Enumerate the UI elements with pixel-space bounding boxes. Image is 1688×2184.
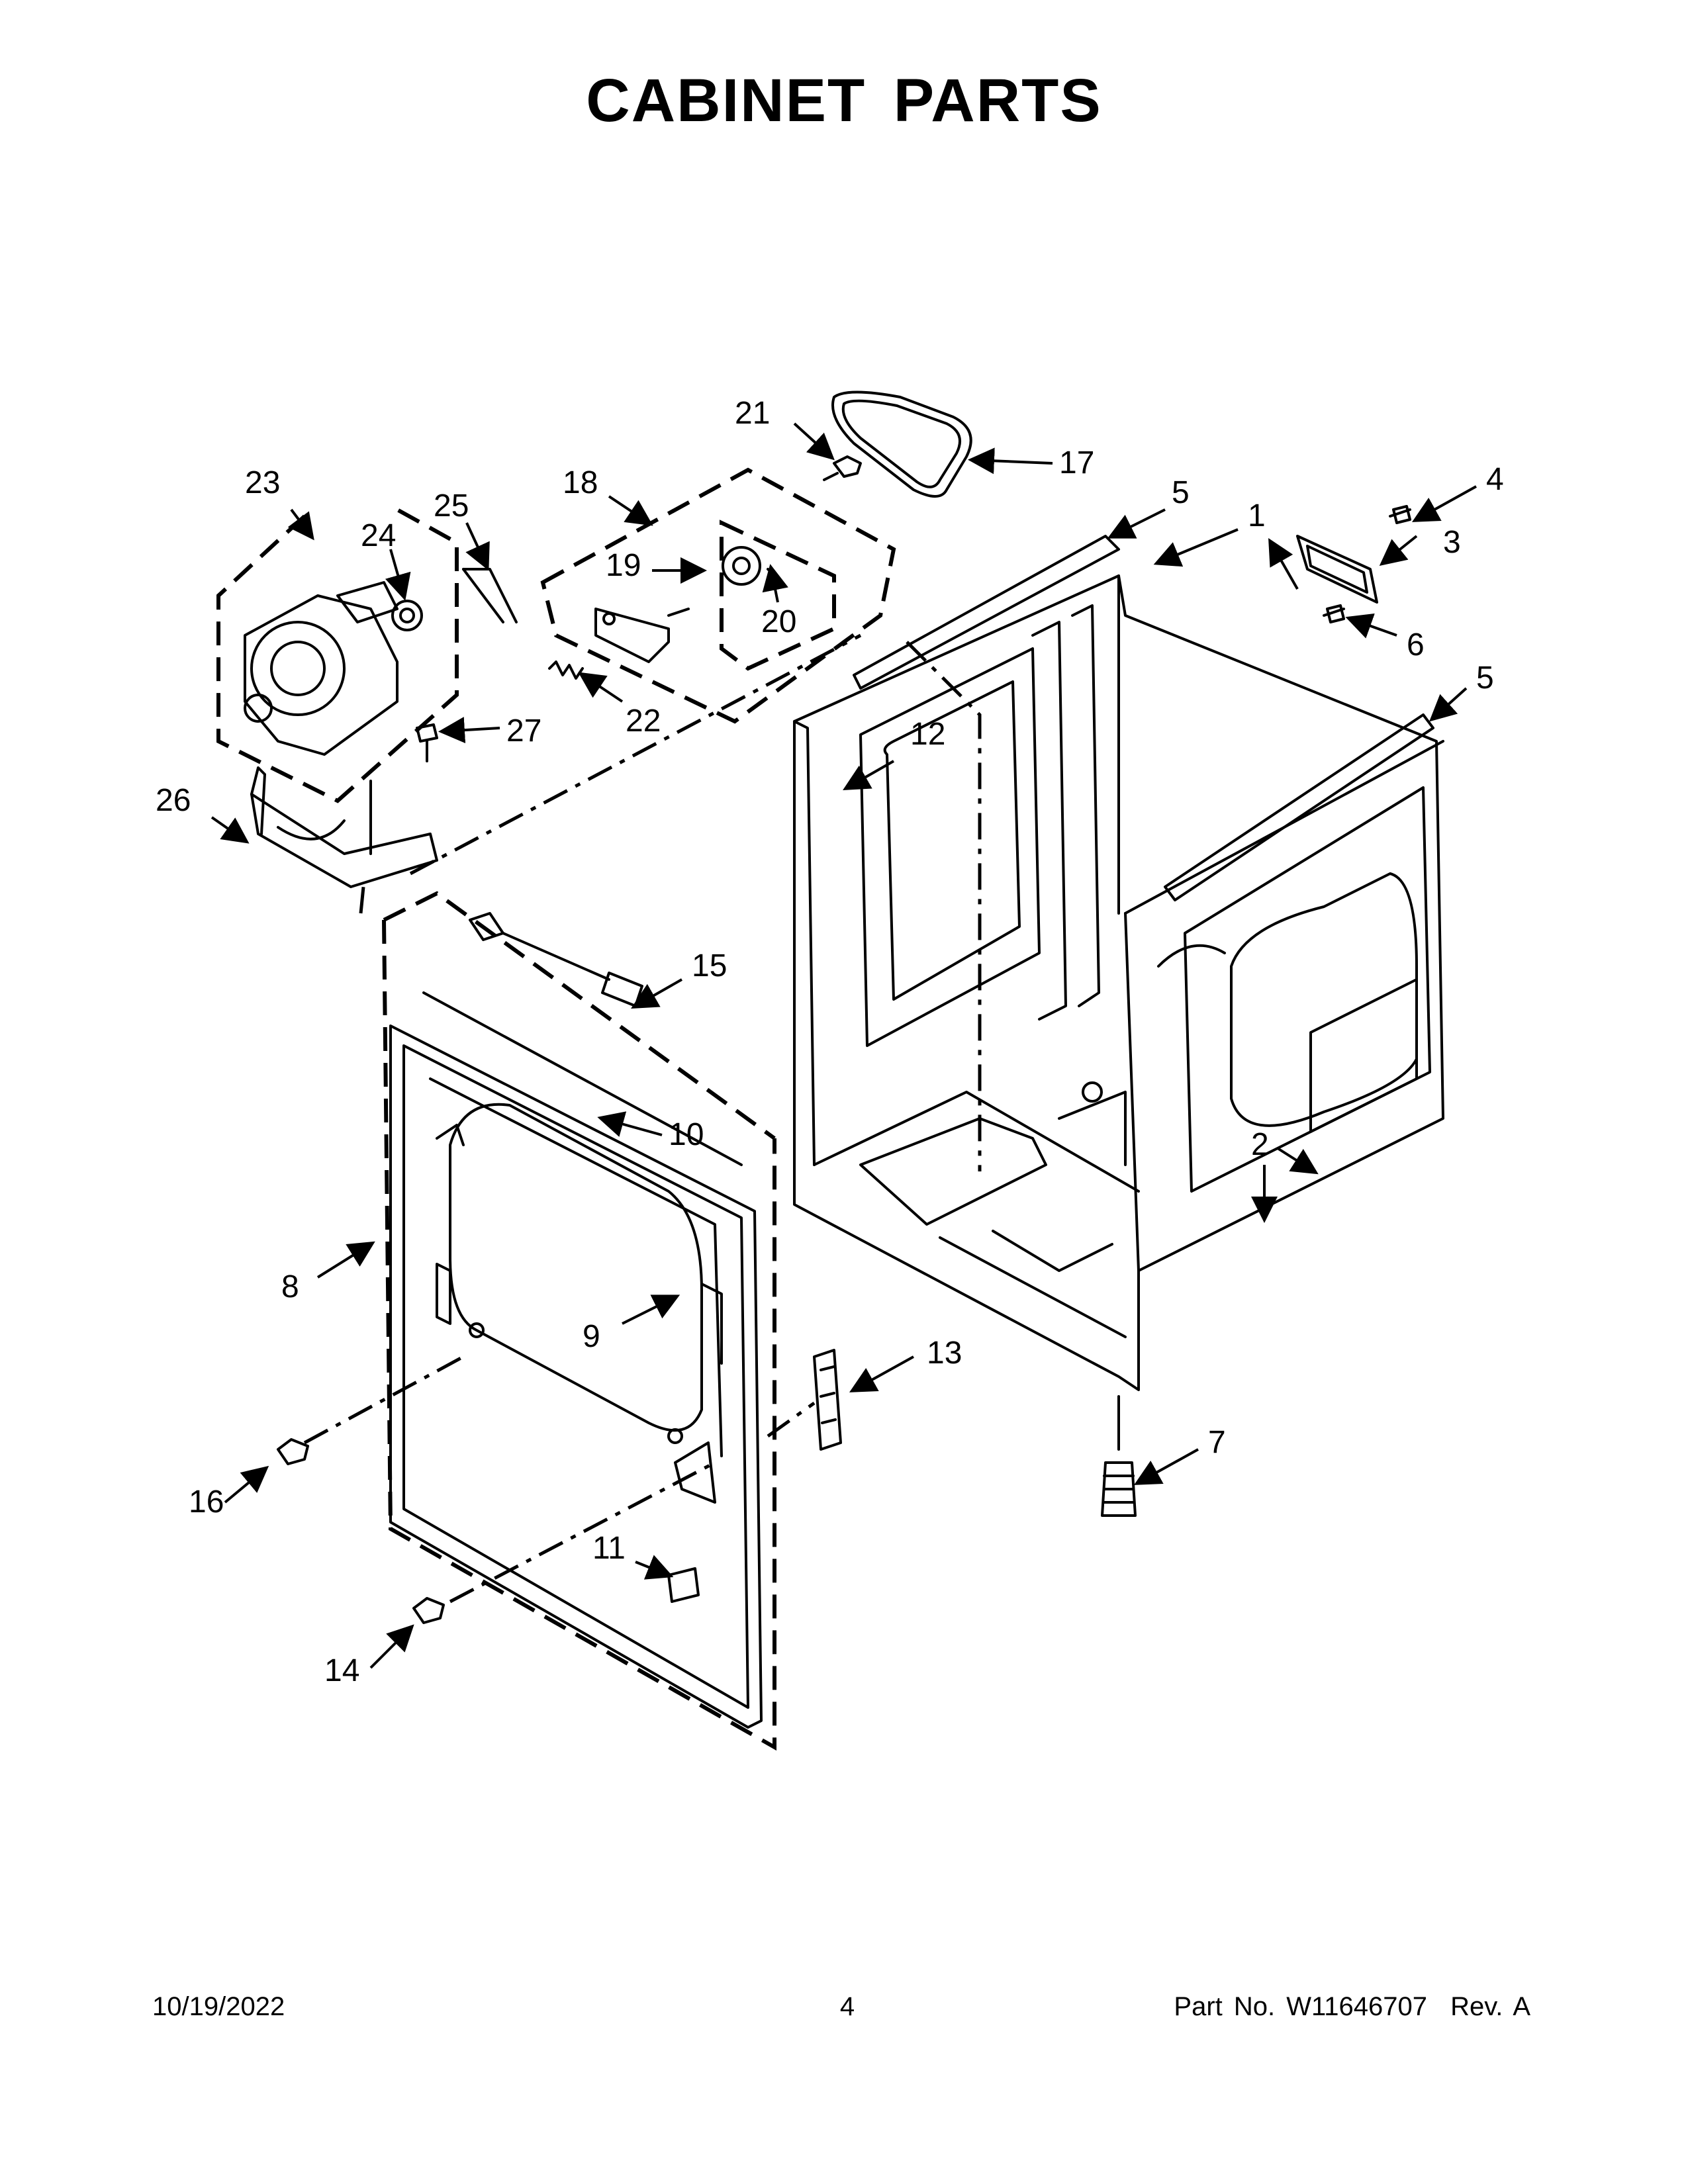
screw-part-27 (416, 723, 438, 762)
callout-15: 15 (692, 948, 727, 983)
callout-16: 16 (189, 1484, 224, 1520)
callout-4: 4 (1486, 462, 1504, 497)
part-number: W11646707 (1286, 1992, 1427, 2021)
cover-part-11 (667, 1567, 700, 1603)
callout-14: 14 (324, 1653, 359, 1688)
motor-mount-part-26 (250, 766, 438, 888)
idler-pulley-part-20 (722, 546, 776, 586)
callout-10: 10 (669, 1117, 704, 1152)
bracket-part-13 (813, 1349, 842, 1451)
screw-part-14 (412, 1597, 445, 1624)
screw-part-6 (1323, 604, 1345, 623)
callout-7: 7 (1208, 1425, 1226, 1460)
callout-9: 9 (583, 1319, 600, 1354)
harness-part-15 (469, 912, 643, 1007)
rev-label: Rev. (1450, 1992, 1503, 2021)
callout-labels: 1 2 3 4 5 5 6 7 8 9 10 11 12 13 14 15 16… (156, 396, 1504, 1688)
callout-26: 26 (156, 783, 191, 818)
callout-3: 3 (1443, 525, 1461, 560)
callout-12: 12 (910, 717, 945, 752)
clip-part-25 (462, 568, 518, 623)
callout-22: 22 (626, 704, 661, 739)
motor-part-23 (244, 581, 399, 756)
callout-6: 6 (1407, 627, 1425, 662)
screw-part-16 (277, 1438, 309, 1465)
front-panel-part-8 (389, 1024, 763, 1729)
idler-bracket-part-19 (594, 608, 690, 663)
rev-value: A (1513, 1992, 1530, 2021)
callout-21: 21 (735, 396, 770, 431)
callout-18: 18 (563, 465, 598, 500)
footer-date: 10/19/2022 (152, 1992, 285, 2021)
cabinet-part (793, 535, 1444, 1391)
pulley-part-24 (391, 600, 423, 631)
callout-1: 1 (1248, 498, 1266, 533)
part-label: Part No. (1174, 1992, 1276, 2021)
footer-part-number: Part No. W11646707 Rev. A (1174, 1992, 1530, 2022)
callout-20: 20 (761, 604, 796, 639)
belt-part-17 (831, 390, 972, 498)
page-title: CABINET PARTS (586, 67, 1102, 134)
screw-part-4 (1389, 505, 1411, 524)
callout-27: 27 (506, 713, 541, 749)
bracket-part-3 (1296, 535, 1378, 604)
spring-part-22 (548, 660, 584, 680)
callout-25: 25 (434, 488, 469, 523)
footer-page-number: 4 (839, 1992, 855, 2021)
callout-13: 13 (927, 1336, 962, 1371)
door-seal-part-10 (422, 991, 743, 1166)
leader-lines (211, 422, 1477, 1669)
callout-2: 2 (1251, 1127, 1269, 1162)
leveling-leg-part-7 (1101, 1395, 1137, 1517)
callout-11: 11 (592, 1531, 626, 1566)
callout-5b: 5 (1476, 660, 1494, 696)
callout-24: 24 (361, 518, 396, 553)
callout-19: 19 (606, 548, 641, 583)
callout-23: 23 (245, 465, 280, 500)
callout-17: 17 (1059, 445, 1094, 480)
callout-8: 8 (281, 1269, 299, 1304)
callout-5a: 5 (1172, 475, 1190, 510)
screw-part-21 (823, 455, 862, 481)
